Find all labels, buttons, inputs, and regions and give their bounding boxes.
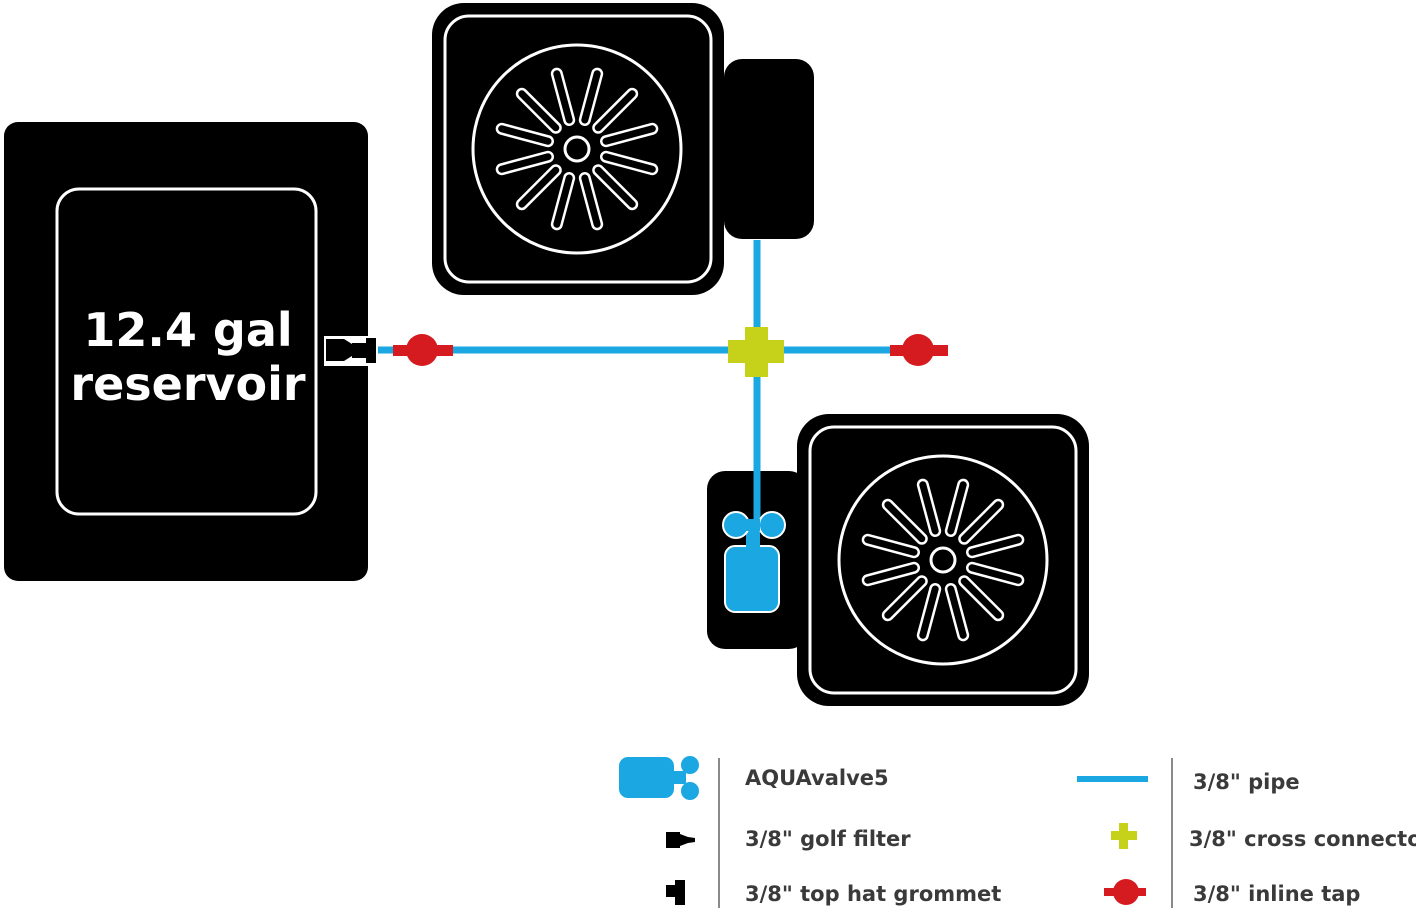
inline-tap-right xyxy=(890,334,948,366)
drain-spoke-inner xyxy=(864,564,918,584)
drain-spoke-inner xyxy=(960,501,1002,543)
reservoir: 12.4 gal reservoir xyxy=(4,122,368,581)
drain-spoke-inner xyxy=(553,174,573,228)
reservoir-label-line2: reservoir xyxy=(70,357,306,411)
drain-spoke-inner xyxy=(968,564,1022,584)
reservoir-label-line1: 12.4 gal xyxy=(83,303,292,357)
legend-golf-filter-label: 3/8" golf filter xyxy=(745,827,911,851)
cross-connector xyxy=(728,327,784,377)
drain-spoke-inner xyxy=(960,577,1002,619)
inline-tap-legend-icon xyxy=(1104,879,1146,905)
pot-bottom-drain-icon xyxy=(837,454,1049,666)
drain-spoke-inner xyxy=(919,585,939,639)
drain-spoke-inner xyxy=(581,174,601,228)
drain-spoke-inner xyxy=(968,536,1022,556)
drain-spoke-inner xyxy=(947,585,967,639)
drain-spoke-inner xyxy=(884,577,926,619)
drain-spoke-inner xyxy=(498,125,552,145)
legend-inline-tap-label: 3/8" inline tap xyxy=(1193,882,1360,906)
drain-spoke-inner xyxy=(518,166,560,208)
legend-aquavalve-label: AQUAvalve5 xyxy=(745,766,889,790)
pot-top-drain-icon xyxy=(471,43,683,255)
aquavalve-legend-icon xyxy=(619,756,699,800)
aquavalve xyxy=(722,511,786,613)
legend-grommet-label: 3/8" top hat grommet xyxy=(745,882,1001,906)
golf-filter-fitting xyxy=(324,336,378,366)
legend-pipe-label: 3/8" pipe xyxy=(1193,770,1300,794)
drain-spoke-inner xyxy=(864,536,918,556)
drain-spoke-inner xyxy=(581,70,601,124)
drain-spoke-inner xyxy=(594,90,636,132)
pipe-legend-icon xyxy=(1077,776,1148,782)
drain-spoke-inner xyxy=(498,153,552,173)
drain-spoke-inner xyxy=(947,481,967,535)
pot-top xyxy=(432,3,814,295)
golf-filter-legend-icon xyxy=(666,832,695,848)
inline-tap-left xyxy=(393,334,453,366)
grommet-legend-icon xyxy=(666,880,685,905)
legend-cross-connector-label: 3/8" cross connector xyxy=(1189,827,1416,851)
legend: AQUAvalve5 3/8" golf filter 3/8" top hat… xyxy=(619,756,1416,908)
drain-spoke-inner xyxy=(602,153,656,173)
drain-spoke-inner xyxy=(884,501,926,543)
pot-bottom xyxy=(707,414,1089,706)
drain-spoke-inner xyxy=(919,481,939,535)
drain-spoke-inner xyxy=(518,90,560,132)
drain-spoke-inner xyxy=(553,70,573,124)
cross-connector-legend-icon xyxy=(1111,823,1137,849)
drain-spoke-inner xyxy=(594,166,636,208)
drain-spoke-inner xyxy=(602,125,656,145)
